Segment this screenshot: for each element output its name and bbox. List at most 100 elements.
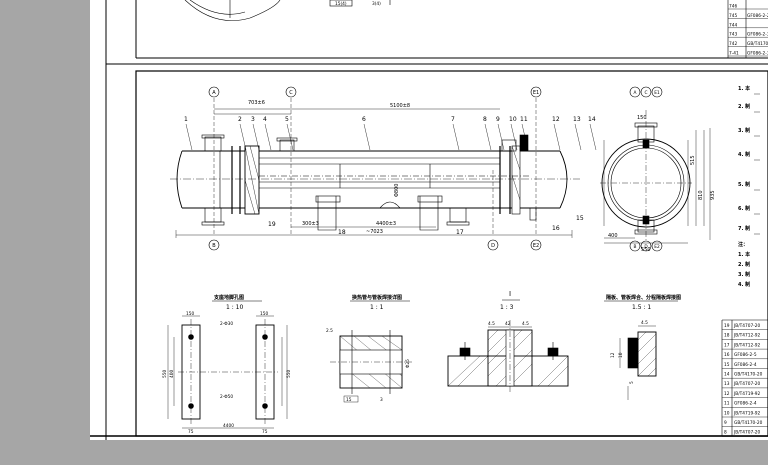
part-number-label: 2 [238,116,242,123]
end-view-marker[interactable]: E2 [651,240,663,252]
parts-table-code: GB/T4170-20 [734,372,763,378]
detail-1-title: 支座地脚孔图 [213,294,244,301]
detail-3-title: I [509,290,511,298]
part-number-label: 11 [520,116,528,123]
detail-4-dim-c: 10 [618,352,624,358]
top-table-no: 746 [729,4,737,10]
parts-table-no: 14 [724,372,730,378]
detail-1-dim-e: 550 [162,370,168,378]
parts-table-no: 11 [724,401,730,407]
note-lead: 注： [738,241,748,248]
detail-3-dim-c: 4.5 [522,321,529,327]
detail-4-scale: 1.5 : 1 [632,304,651,311]
part-number-label: 13 [573,116,581,123]
part-number-label: 3 [251,116,255,123]
section-marker[interactable]: D [487,239,499,251]
detail-saddle-holes[interactable]: 支座地脚孔图 1 : 10 150 150 2-Φ30 2-Φ50 550 40… [162,294,292,435]
part-number-label: 10 [509,116,517,123]
detail-2-dim-d: 3 [380,397,383,403]
end-view-marker[interactable]: C [640,86,652,98]
parts-table-no: 9 [724,420,727,426]
top-table-no: 744 [729,22,737,28]
section-marker-label: E1 [533,90,539,96]
section-marker[interactable]: B [208,239,220,251]
parts-table-code: JB/T4707-20 [733,430,761,436]
end-view-marker-label: E1 [654,90,660,96]
top-table-code: GF086-2-2 [747,13,768,19]
top-table-no: 742 [729,41,737,47]
detail-1-dim-f: 400 [169,370,175,378]
part-number-label: 7 [451,116,455,123]
note-line: 5. 制 [738,181,750,188]
end-dim-h3: 935 [710,190,716,200]
part-number-label: 17 [456,229,464,236]
dim-overall-bottom: ~7023 [366,229,383,235]
top-table-code: GB/T4170-20 [747,41,768,47]
parts-table-no: 18 [724,333,730,339]
parts-table-no: 8 [724,430,727,436]
parts-table-code: JB/T4712-92 [733,333,761,339]
end-view-marker[interactable]: E1 [651,86,663,98]
end-dim-h2: 810 [698,190,704,200]
parts-table-code: JB/T4719-92 [733,410,761,416]
detail-1-scale: 1 : 10 [226,304,243,311]
part-number-label: 18 [338,229,346,236]
parts-table-code: JB/T4719-92 [733,391,761,397]
section-marker-label: C [289,90,293,96]
detail-1-dim-d: 2-Φ50 [220,394,233,400]
detail-1-dim-c: 2-Φ30 [220,321,233,327]
top-table-no: 743 [729,32,737,38]
top-remnant: 15(4) 3(4) [184,0,391,21]
part-number-label: 5 [285,116,289,123]
parts-table-no: 15 [724,362,730,368]
note-sub-line: 2. 制 [738,261,750,268]
section-marker[interactable]: A [208,86,220,98]
section-marker[interactable]: C [285,86,297,98]
section-marker[interactable]: E2 [530,239,542,251]
top-table-no: 745 [729,13,737,19]
parts-table-code: GF086-2-4 [734,362,757,368]
svg-text:15(4): 15(4) [335,1,347,7]
end-view-marker-label: B [634,244,637,250]
detail-1-dim-a: 150 [186,311,194,317]
parts-table-no: 17 [724,342,730,348]
part-number-label: 9 [496,116,500,123]
top-table-code: GF086-2-3 [747,32,768,38]
section-marker-label: D [491,243,495,249]
detail-section-I[interactable]: I 1 : 3 4.5 42 4.5 [447,290,569,394]
detail-2-dim-a: 2.5 [326,328,333,334]
detail-tube-weld[interactable]: 换热管与管板焊接详图 1 : 1 2.5 Φ25 15 3 [326,294,412,403]
part-number-label: 14 [588,116,596,123]
section-marker-label: B [212,243,216,249]
part-number-label: 16 [552,225,560,232]
note-sub-line: 3. 制 [738,271,750,278]
section-marker-label: E2 [533,243,539,249]
detail-1-dim-i: 75 [188,429,194,435]
parts-table-code: JB/T4707-20 [733,381,761,387]
parts-table-no: 19 [724,323,730,329]
end-dim-top: 150 [637,115,647,121]
section-marker-label: A [212,90,216,96]
note-sub-line: 4. 制 [738,281,750,288]
detail-4-dim-b: 12 [610,352,616,358]
detail-1-dim-g: 550 [286,370,292,378]
note-line: 6. 制 [738,205,750,212]
top-table-code: GF086-2-3 [747,51,768,57]
detail-partition-weld[interactable]: 隔板、管板焊合、分程隔板焊接图 1.5 : 1 4.5 12 10 5 [604,294,681,400]
part-number-label: 8 [483,116,487,123]
parts-table-code: GB/T4170-20 [734,420,763,426]
end-view-marker-label: A [634,90,637,96]
end-view-marker[interactable]: B [629,240,641,252]
end-view-marker[interactable]: D [640,240,652,252]
note-line: 3. 制 [738,127,750,134]
end-dim-h1: 515 [690,155,696,165]
parts-table-no: 13 [724,381,730,387]
section-marker[interactable]: E1 [530,86,542,98]
end-view-marker-label: D [644,244,648,250]
end-view-marker[interactable]: A [629,86,641,98]
detail-4-title: 隔板、管板焊合、分程隔板焊接图 [606,294,681,301]
